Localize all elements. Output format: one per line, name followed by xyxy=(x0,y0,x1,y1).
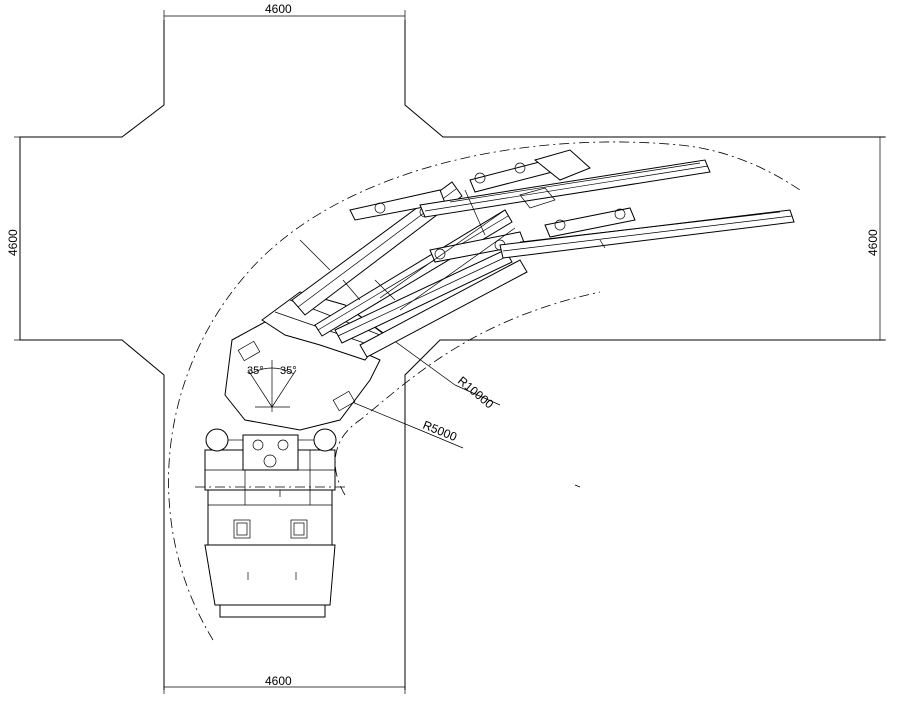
radius-r5000-label: R5000 xyxy=(421,418,459,444)
drill-boom-upper xyxy=(291,149,711,337)
dimension-bottom-label: 4600 xyxy=(265,674,292,688)
dimension-left-label: 4600 xyxy=(6,229,20,256)
swing-angle-right: 35° xyxy=(280,365,297,377)
dimension-bottom: 4600 xyxy=(163,674,406,694)
drill-boom-lower xyxy=(334,207,795,358)
dimension-right-label: 4600 xyxy=(866,229,880,256)
detail-marks xyxy=(299,239,606,301)
dimension-left: 4600 xyxy=(6,136,26,341)
rig-turret xyxy=(205,428,337,471)
dimension-top: 4600 xyxy=(163,2,406,24)
radius-r10000-label: R10000 xyxy=(455,374,496,412)
swing-angle-left: 35° xyxy=(247,365,264,377)
dimension-right: 4600 xyxy=(866,136,886,341)
rig-chassis xyxy=(195,449,345,618)
radius-r5000: R5000 xyxy=(334,394,464,449)
dimension-top-label: 4600 xyxy=(265,2,292,16)
roadway-outline xyxy=(19,20,885,690)
